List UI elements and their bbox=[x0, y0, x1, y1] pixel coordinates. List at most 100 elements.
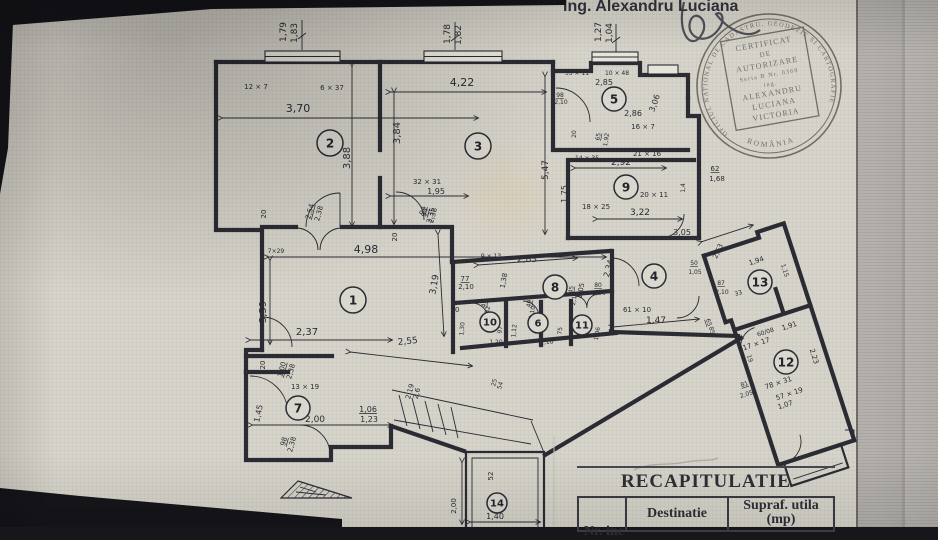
dim-label: 2,38 bbox=[285, 363, 297, 380]
dim-label: 1,10 bbox=[540, 338, 554, 346]
dim-label: 1,95 bbox=[427, 187, 445, 196]
dim-label: 45 bbox=[480, 299, 488, 308]
dim-label: 3,22 bbox=[630, 208, 650, 218]
dim-label: 1,78 bbox=[443, 24, 453, 44]
dim-label: 1,04 bbox=[605, 23, 615, 43]
dim-label: 1,30 bbox=[458, 322, 466, 336]
dim-label: 75 bbox=[557, 327, 565, 335]
dim-label: 3,05 bbox=[673, 228, 691, 237]
dim-label: 2,54 bbox=[304, 202, 316, 220]
room-number: 9 bbox=[622, 180, 630, 194]
col-header-suprafata: Supraf. utila (mp) bbox=[743, 498, 819, 527]
dim-label: 98 bbox=[556, 92, 564, 99]
dim-label: 52 bbox=[487, 472, 495, 481]
dim-label: 2,38 bbox=[313, 205, 325, 222]
dim-label: 94 bbox=[420, 207, 430, 218]
dim-label: 1,12 bbox=[510, 324, 518, 338]
dim-label: 17 × 17 bbox=[742, 336, 771, 352]
dim-label: 1,05 bbox=[688, 269, 702, 276]
dim-label: 1,00 bbox=[276, 361, 288, 378]
room-circle bbox=[285, 395, 311, 421]
dim-label: 1,4 bbox=[680, 183, 687, 193]
room-number: 3 bbox=[474, 139, 482, 153]
dim-label: 2,92 bbox=[611, 158, 631, 168]
dim-label: 97 bbox=[497, 326, 505, 334]
desk-edge-band bbox=[856, 0, 938, 527]
dim-label: 3,06 bbox=[647, 93, 662, 113]
dim-label: 2,38 bbox=[286, 436, 298, 453]
dim-label: 2,19 bbox=[404, 383, 416, 400]
dim-label: 1,40 bbox=[486, 512, 504, 521]
dim-label: 4,98 bbox=[354, 243, 379, 256]
room-number: 12 bbox=[778, 355, 795, 369]
dim-label: 3,19 bbox=[428, 274, 441, 296]
dim-label: 85 bbox=[707, 326, 716, 336]
col-header-destinatie: Destinatie bbox=[627, 498, 729, 530]
dim-label: 32 × 31 bbox=[413, 178, 441, 186]
dim-label: 1,68 bbox=[709, 175, 725, 183]
dim-label: 94 bbox=[418, 205, 428, 216]
room-number: 5 bbox=[610, 92, 618, 106]
dim-label: 1,91 bbox=[781, 320, 798, 332]
room-circle bbox=[479, 311, 501, 333]
dim-label: 9 × 13 bbox=[481, 253, 501, 260]
room-circle bbox=[542, 274, 568, 300]
dim-label: 20 bbox=[260, 210, 268, 219]
edge-mark bbox=[845, 429, 855, 440]
room-number: 13 bbox=[752, 275, 769, 289]
dim-label: 3,59 bbox=[258, 301, 269, 323]
dim-label: 53 × 11 bbox=[565, 70, 589, 77]
dim-label: 2,10 bbox=[528, 305, 537, 320]
dim-label: 33 bbox=[734, 289, 744, 298]
dim-label: 54 bbox=[496, 381, 505, 390]
dim-label: 5,47 bbox=[541, 160, 551, 180]
dim-label: 49 bbox=[525, 299, 533, 308]
dim-label: 65 bbox=[594, 132, 602, 141]
walls-layer bbox=[213, 59, 744, 527]
dim-label: 6 × 37 bbox=[320, 84, 344, 92]
stairs bbox=[391, 389, 546, 456]
dim-label: 2,37 bbox=[296, 327, 318, 338]
dim-label: 1,05 bbox=[576, 282, 587, 299]
dim-label: 1,38 bbox=[499, 272, 510, 289]
room-number: 2 bbox=[326, 136, 334, 150]
dim-label: 2,35 bbox=[425, 207, 437, 224]
dim-label: 13 × 19 bbox=[291, 383, 319, 391]
dim-label: 2,38 bbox=[427, 207, 439, 224]
dim-label: 16 × 7 bbox=[631, 123, 655, 131]
room-circle bbox=[641, 263, 667, 289]
dim-label: 20 bbox=[391, 233, 399, 242]
dim-label: 1,20 bbox=[489, 339, 503, 346]
dim-label: 2,23 bbox=[808, 348, 820, 365]
dim-label: 18 × 25 bbox=[582, 203, 610, 211]
windows-layer bbox=[264, 50, 679, 75]
dim-label: 98 bbox=[279, 436, 289, 447]
dim-label: 2,05 bbox=[739, 389, 754, 400]
dim-label: 2,10 bbox=[570, 291, 579, 306]
room-circle bbox=[316, 129, 344, 157]
room-number: 7 bbox=[294, 401, 302, 415]
dim-label: 2,86 bbox=[624, 109, 642, 118]
room-circle bbox=[613, 174, 639, 200]
room-circle bbox=[571, 314, 593, 336]
dim-label: 65 bbox=[704, 318, 713, 328]
engineer-name: Ing. Alexandru Luciana bbox=[563, 0, 739, 15]
room-circle bbox=[464, 132, 492, 160]
dim-label: 81 bbox=[740, 380, 750, 389]
room-circle bbox=[747, 269, 773, 295]
dim-label: 45 bbox=[567, 285, 575, 294]
room-number: 14 bbox=[490, 499, 504, 510]
dim-label: 2,55 bbox=[397, 336, 418, 348]
dim-label: 1,27 bbox=[594, 22, 604, 42]
dim-label: 61 × 10 bbox=[623, 306, 651, 314]
dim-label: 20 bbox=[451, 306, 460, 314]
dim-label: 25 bbox=[490, 378, 499, 387]
dim-label: 1,75 bbox=[560, 185, 569, 203]
room-number: 8 bbox=[551, 280, 559, 294]
stamp-line: DE bbox=[759, 49, 772, 59]
dim-label: 20 bbox=[571, 130, 578, 138]
dim-label: 20 bbox=[259, 361, 267, 370]
